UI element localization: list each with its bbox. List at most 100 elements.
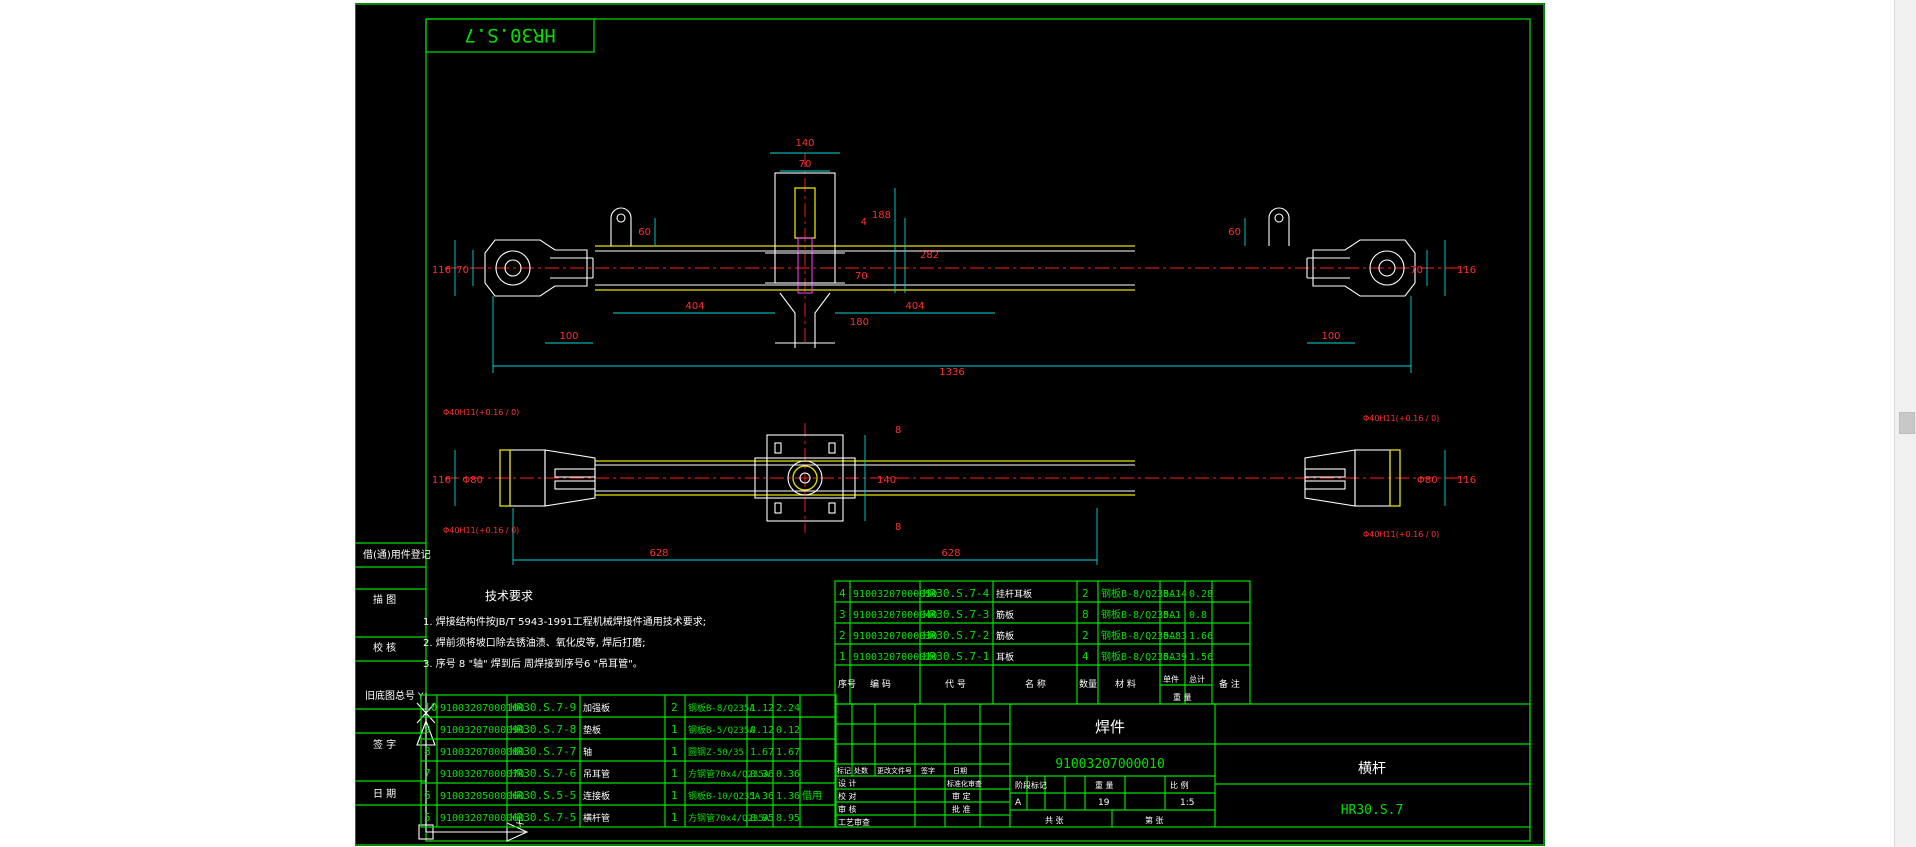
bom-left-cell: 1.67 [750, 747, 774, 758]
svg-text:重 量: 重 量 [1095, 780, 1114, 790]
dim-60-left: 60 [638, 227, 651, 238]
svg-text:单件: 单件 [1163, 674, 1179, 684]
dim-70-right: 70 [1410, 265, 1423, 276]
scrollbar-thumb[interactable] [1899, 412, 1915, 434]
bom-left-cell: HR30.S.5-5 [510, 789, 576, 802]
vertical-scrollbar[interactable] [1894, 0, 1916, 847]
svg-text:标记: 标记 [837, 766, 851, 775]
dim-phi80-left: Φ80 [462, 475, 483, 486]
drawing-code: HR30.S.7 [1341, 803, 1404, 818]
svg-text:钢板B-8/Q235A: 钢板B-8/Q235A [1101, 587, 1175, 600]
dim-70-middle: 70 [855, 271, 868, 282]
bom-left-cell: 1 [671, 767, 678, 780]
svg-text:总计: 总计 [1189, 674, 1205, 684]
bom-left-cell: 8 [424, 745, 431, 758]
svg-text:处数: 处数 [854, 766, 868, 775]
svg-text:耳板: 耳板 [996, 651, 1014, 663]
bom-left-cell: 9 [424, 723, 431, 736]
bom-left-cell: 1.67 [776, 747, 800, 758]
part-name: 横杆 [1358, 761, 1386, 777]
bom-left-cell: 0.12 [750, 725, 774, 736]
bom-left-cell: 轴 [583, 746, 592, 758]
front-view: 140 70 60 60 188 4 282 116 70 70 116 404… [432, 138, 1476, 378]
left-strip: 借(通)用件登记 描 图 校 核 旧底图总号 签 字 日 期 [355, 542, 431, 806]
svg-text:0.1: 0.1 [1163, 610, 1181, 621]
drawing-canvas[interactable]: HR30.S.7 借(通)用件登记 描 图 校 核 旧底图总号 签 字 日 期 [355, 3, 1545, 846]
svg-text:2: 2 [1082, 629, 1089, 642]
svg-text:4: 4 [1082, 650, 1089, 663]
strip-label-3: 校 核 [373, 641, 396, 654]
dim-140-vertical: 140 [877, 475, 896, 486]
dim-180: 180 [850, 317, 869, 328]
svg-text:1.66: 1.66 [1189, 631, 1213, 642]
bom-left-cell: 10 [424, 701, 437, 714]
dim-8-bottom: 8 [895, 522, 901, 533]
svg-text:审 定: 审 定 [952, 791, 971, 801]
bom-left-cell: 2.24 [776, 703, 800, 714]
svg-text:0.28: 0.28 [1189, 589, 1213, 600]
svg-text:HR30.S.7-1: HR30.S.7-1 [923, 650, 989, 663]
tech-notes: 技术要求 1. 焊接结构件按JB/T 5943-1991工程机械焊接件通用技术要… [423, 589, 706, 670]
svg-text:1.56: 1.56 [1189, 652, 1213, 663]
bom-left-cell: HR30.S.7-9 [510, 701, 576, 714]
svg-text:更改文件号: 更改文件号 [877, 766, 912, 775]
svg-text:审 核: 审 核 [838, 804, 857, 814]
svg-text:比 例: 比 例 [1170, 780, 1189, 790]
bom-left-cell: HR30.S.7-6 [510, 767, 576, 780]
svg-text:代 号: 代 号 [945, 679, 966, 690]
tol-bottom-right: Φ40H11(+0.16 / 0) [1363, 530, 1439, 539]
bom-left [420, 694, 837, 828]
bom-left-cell: 钢板B-5/Q235A [688, 724, 755, 736]
strip-label-5: 签 字 [373, 738, 396, 751]
svg-text:钢板B-8/Q235A: 钢板B-8/Q235A [1101, 650, 1175, 663]
svg-text:1:5: 1:5 [1180, 798, 1194, 808]
svg-text:91003207000030: 91003207000030 [853, 631, 937, 642]
bom-left-cell: 2 [671, 701, 678, 714]
svg-text:挂杆耳板: 挂杆耳板 [996, 588, 1032, 600]
bom-left-cell: HR30.S.7-8 [510, 723, 576, 736]
bom-left-cell: 0.36 [750, 769, 774, 780]
bom-left-cell: 0.12 [776, 725, 800, 736]
code-stamp: HR30.S.7 [464, 24, 556, 46]
dim-60-right: 60 [1228, 227, 1241, 238]
inner-frame [425, 18, 1531, 842]
svg-text:编 码: 编 码 [870, 678, 891, 690]
svg-text:HR30.S.7-3: HR30.S.7-3 [923, 608, 989, 621]
bom-left-cell: 91003207000060 [440, 813, 524, 824]
bom-left-cell: 7 [424, 767, 431, 780]
svg-text:签字: 签字 [921, 766, 935, 775]
tech-note-2: 2. 焊前须将坡口除去锈油渍、氧化皮等, 焊后打磨; [423, 636, 645, 649]
outer-frame [355, 3, 1545, 846]
svg-text:3: 3 [839, 608, 846, 621]
assembly-name: 焊件 [1095, 718, 1125, 736]
bom-left-cell: 加强板 [583, 702, 610, 714]
svg-text:0.14: 0.14 [1163, 589, 1187, 600]
svg-text:材 料: 材 料 [1115, 678, 1136, 690]
bom-left-cell: 横杆管 [583, 812, 610, 824]
svg-text:日期: 日期 [953, 767, 967, 775]
bom-left-cell: 0.36 [776, 769, 800, 780]
svg-text:阶段标记: 阶段标记 [1015, 780, 1047, 790]
svg-text:91003207000050: 91003207000050 [853, 589, 937, 600]
bom-left-cell: HR30.S.7-5 [510, 811, 576, 824]
tech-title: 技术要求 [485, 589, 533, 603]
svg-text:0.83: 0.83 [1163, 631, 1187, 642]
strip-label-6: 日 期 [373, 788, 396, 800]
svg-text:序号: 序号 [838, 678, 856, 690]
dim-4: 4 [861, 217, 867, 228]
bom-left-cell: 1 [671, 789, 678, 802]
assembly-code: 91003207000010 [1055, 757, 1165, 772]
bom-left-cell: 方钢管70x4/Q235A [688, 768, 770, 780]
dim-phi80-right: Φ80 [1417, 475, 1438, 486]
svg-text:名 称: 名 称 [1025, 678, 1046, 690]
svg-text:工艺审查: 工艺审查 [838, 817, 870, 827]
dim-116-left: 116 [432, 265, 451, 276]
tol-bottom-left: Φ40H11(+0.16 / 0) [443, 526, 519, 535]
bom-left-cell: 圆钢Z-50/35 [688, 746, 744, 758]
bom-left-cell: 吊耳管 [583, 768, 610, 780]
drawing-svg: HR30.S.7 借(通)用件登记 描 图 校 核 旧底图总号 签 字 日 期 [355, 3, 1545, 846]
bom-left-cell: 5 [424, 811, 431, 824]
dim-140: 140 [795, 138, 814, 149]
